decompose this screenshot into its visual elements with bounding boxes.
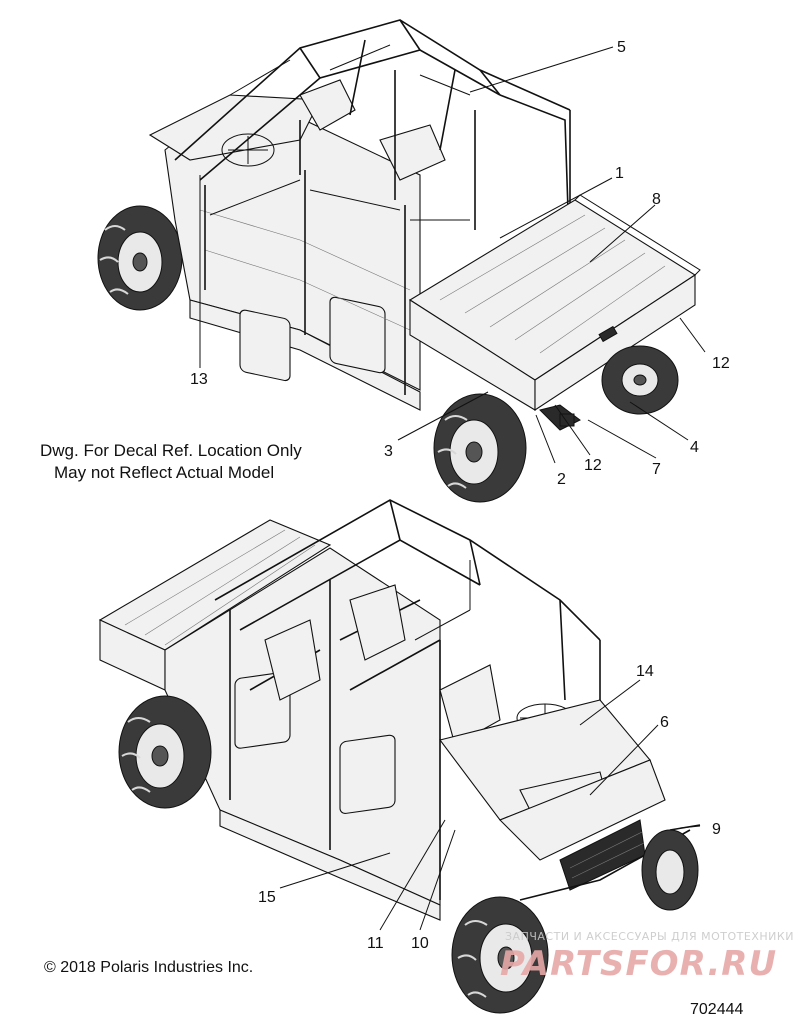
callout-2: 2 <box>557 471 566 488</box>
reference-note-line2: May not Reflect Actual Model <box>54 463 274 482</box>
callout-3: 3 <box>384 443 393 460</box>
watermark: ЗАПЧАСТИ И АКСЕССУАРЫ ДЛЯ МОТОТЕХНИКИ PA… <box>500 930 794 984</box>
top-vehicle-illustration <box>97 19 701 503</box>
callout-5: 5 <box>617 39 626 56</box>
copyright-text: © 2018 Polaris Industries Inc. <box>44 959 253 976</box>
callout-6: 6 <box>660 714 669 731</box>
callout-12-top: 12 <box>712 355 730 372</box>
top-left-front-wheel <box>97 205 183 311</box>
top-rear-left-wheel <box>433 393 527 503</box>
watermark-tagline: ЗАПЧАСТИ И АКСЕССУАРЫ ДЛЯ МОТОТЕХНИКИ <box>505 930 794 943</box>
callout-14: 14 <box>636 663 654 680</box>
bottom-front-right-wheel <box>641 829 699 911</box>
callout-15: 15 <box>258 889 276 906</box>
callout-11: 11 <box>367 935 384 952</box>
callout-4: 4 <box>690 439 699 456</box>
callout-13: 13 <box>190 371 208 388</box>
bottom-rear-left-wheel <box>118 695 212 809</box>
reference-note-line1: Dwg. For Decal Ref. Location Only <box>40 441 302 460</box>
bottom-cargo-box <box>98 519 332 691</box>
drawing-number: 702444 <box>690 1001 743 1018</box>
watermark-logo: PARTSFOR.RU <box>500 944 777 984</box>
bottom-front-hood <box>439 699 701 901</box>
callout-labels: 5 1 8 12 13 3 4 2 12 7 14 6 9 15 11 10 <box>190 39 730 952</box>
callout-10: 10 <box>411 935 429 952</box>
bottom-vehicle-illustration <box>98 499 701 1014</box>
callout-9: 9 <box>712 821 721 838</box>
callout-12-bottom: 12 <box>584 457 602 474</box>
callout-1: 1 <box>615 165 624 182</box>
callout-7: 7 <box>652 461 661 478</box>
leader-lines <box>199 46 706 931</box>
top-cargo-box <box>408 194 701 412</box>
callout-8: 8 <box>652 191 661 208</box>
top-rear-right-wheel <box>601 345 679 415</box>
bottom-front-left-wheel <box>451 896 549 1014</box>
